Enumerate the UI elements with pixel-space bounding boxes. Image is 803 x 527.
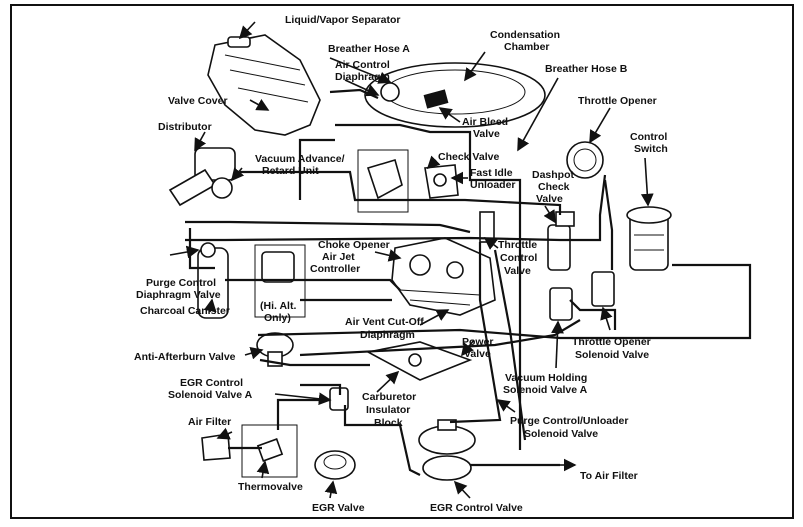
label-charcoal-canister: Charcoal Canister	[140, 305, 230, 317]
egr-control-valve-part	[418, 419, 476, 481]
label-carburetor-insulator-line2: Insulator	[366, 404, 410, 416]
component-labels: Liquid/Vapor Separator Condensation Cham…	[134, 14, 668, 514]
label-condensation-chamber-line1: Condensation	[490, 29, 560, 41]
label-thermovalve: Thermovalve	[238, 481, 303, 493]
label-purge-control-diaphragm-line2: Diaphragm Valve	[136, 289, 221, 301]
label-purge-unloader-line2: Solenoid Valve	[524, 428, 598, 440]
egr-valve-part	[314, 450, 356, 480]
label-air-vent-cutoff-line1: Air Vent Cut-Off	[345, 316, 424, 328]
label-carburetor-insulator-line3: Block	[374, 417, 403, 429]
label-air-bleed-valve-line2: Valve	[473, 128, 500, 140]
label-purge-unloader-line1: Purge Control/Unloader	[510, 415, 628, 427]
label-purge-control-diaphragm-line1: Purge Control	[146, 277, 216, 289]
label-air-vent-cutoff-line2: Diaphragm	[360, 329, 415, 341]
label-vacuum-holding-line1: Vacuum Holding	[505, 372, 587, 384]
carburetor-part	[391, 237, 496, 316]
label-hi-alt-line1: (Hi. Alt.	[260, 300, 296, 312]
thermovalve-part	[241, 424, 298, 478]
label-air-jet-controller-line1: Air Jet	[322, 251, 355, 263]
carburetor-insulator-block-part	[365, 341, 473, 381]
distributor-part	[168, 147, 236, 207]
label-carburetor-insulator-line1: Carburetor	[362, 391, 416, 403]
label-air-control-diaphragm-line1: Air Control	[335, 59, 390, 71]
label-breather-hose-b: Breather Hose B	[545, 63, 628, 75]
air-filter-part	[201, 433, 231, 461]
label-check-valve: Check Valve	[438, 151, 499, 163]
label-throttle-opener: Throttle Opener	[578, 95, 657, 107]
label-choke-opener: Choke Opener	[318, 239, 390, 251]
label-dashpot-check-valve-line2: Check	[538, 181, 570, 193]
leader-lines	[169, 21, 654, 499]
label-hi-alt-line2: Only)	[264, 312, 291, 324]
label-egr-control-valve: EGR Control Valve	[430, 502, 523, 514]
label-dashpot-check-valve-line3: Valve	[536, 193, 563, 205]
label-control-switch-line2: Switch	[634, 143, 668, 155]
label-egr-valve: EGR Valve	[312, 502, 365, 514]
label-throttle-control-valve-line3: Valve	[504, 265, 531, 277]
label-anti-afterburn-valve: Anti-Afterburn Valve	[134, 351, 236, 363]
label-vacuum-advance-line2: Retard Unit	[262, 165, 319, 177]
label-vacuum-advance-line1: Vacuum Advance/	[255, 153, 345, 165]
label-throttle-opener-solenoid-line1: Throttle Opener	[572, 336, 651, 348]
label-throttle-control-valve-line2: Control	[500, 252, 537, 264]
label-egr-control-solenoid-line2: Solenoid Valve A	[168, 389, 253, 401]
valve-cover-part	[207, 34, 321, 136]
fast-idle-unloader-part	[357, 149, 459, 213]
label-liquid-vapor-separator: Liquid/Vapor Separator	[285, 14, 401, 26]
label-air-jet-controller-line2: Controller	[310, 263, 360, 275]
vacuum-holding-solenoid-part	[549, 287, 573, 321]
label-distributor: Distributor	[158, 121, 212, 133]
label-fast-idle-unloader-line1: Fast Idle	[470, 167, 513, 179]
label-power-valve-line2: Valve	[464, 348, 491, 360]
air-cleaner-housing-part	[329, 62, 546, 128]
label-vacuum-holding-line2: Solenoid Valve A	[503, 384, 588, 396]
label-throttle-control-valve-line1: Throttle	[498, 239, 537, 251]
label-fast-idle-unloader-line2: Unloader	[470, 179, 516, 191]
label-air-bleed-valve-line1: Air Bleed	[462, 116, 508, 128]
label-throttle-opener-solenoid-line2: Solenoid Valve	[575, 349, 649, 361]
label-air-filter: Air Filter	[188, 416, 231, 428]
control-switch-part	[626, 206, 672, 271]
label-egr-control-solenoid-line1: EGR Control	[180, 377, 243, 389]
label-air-control-diaphragm-line2: Diaphragm	[335, 71, 390, 83]
label-breather-hose-a: Breather Hose A	[328, 43, 410, 55]
throttle-control-valve-part	[479, 211, 575, 271]
label-valve-cover: Valve Cover	[168, 95, 228, 107]
label-dashpot-check-valve-line1: Dashpot	[532, 169, 575, 181]
throttle-opener-part	[566, 141, 604, 179]
label-control-switch-line1: Control	[630, 131, 667, 143]
throttle-opener-solenoid-part	[591, 271, 615, 307]
label-to-air-filter: To Air Filter	[580, 470, 638, 482]
label-condensation-chamber-line2: Chamber	[504, 41, 550, 53]
diagram-border	[10, 4, 794, 519]
vacuum-hoses	[185, 123, 752, 476]
label-power-valve-line1: Power	[462, 336, 494, 348]
